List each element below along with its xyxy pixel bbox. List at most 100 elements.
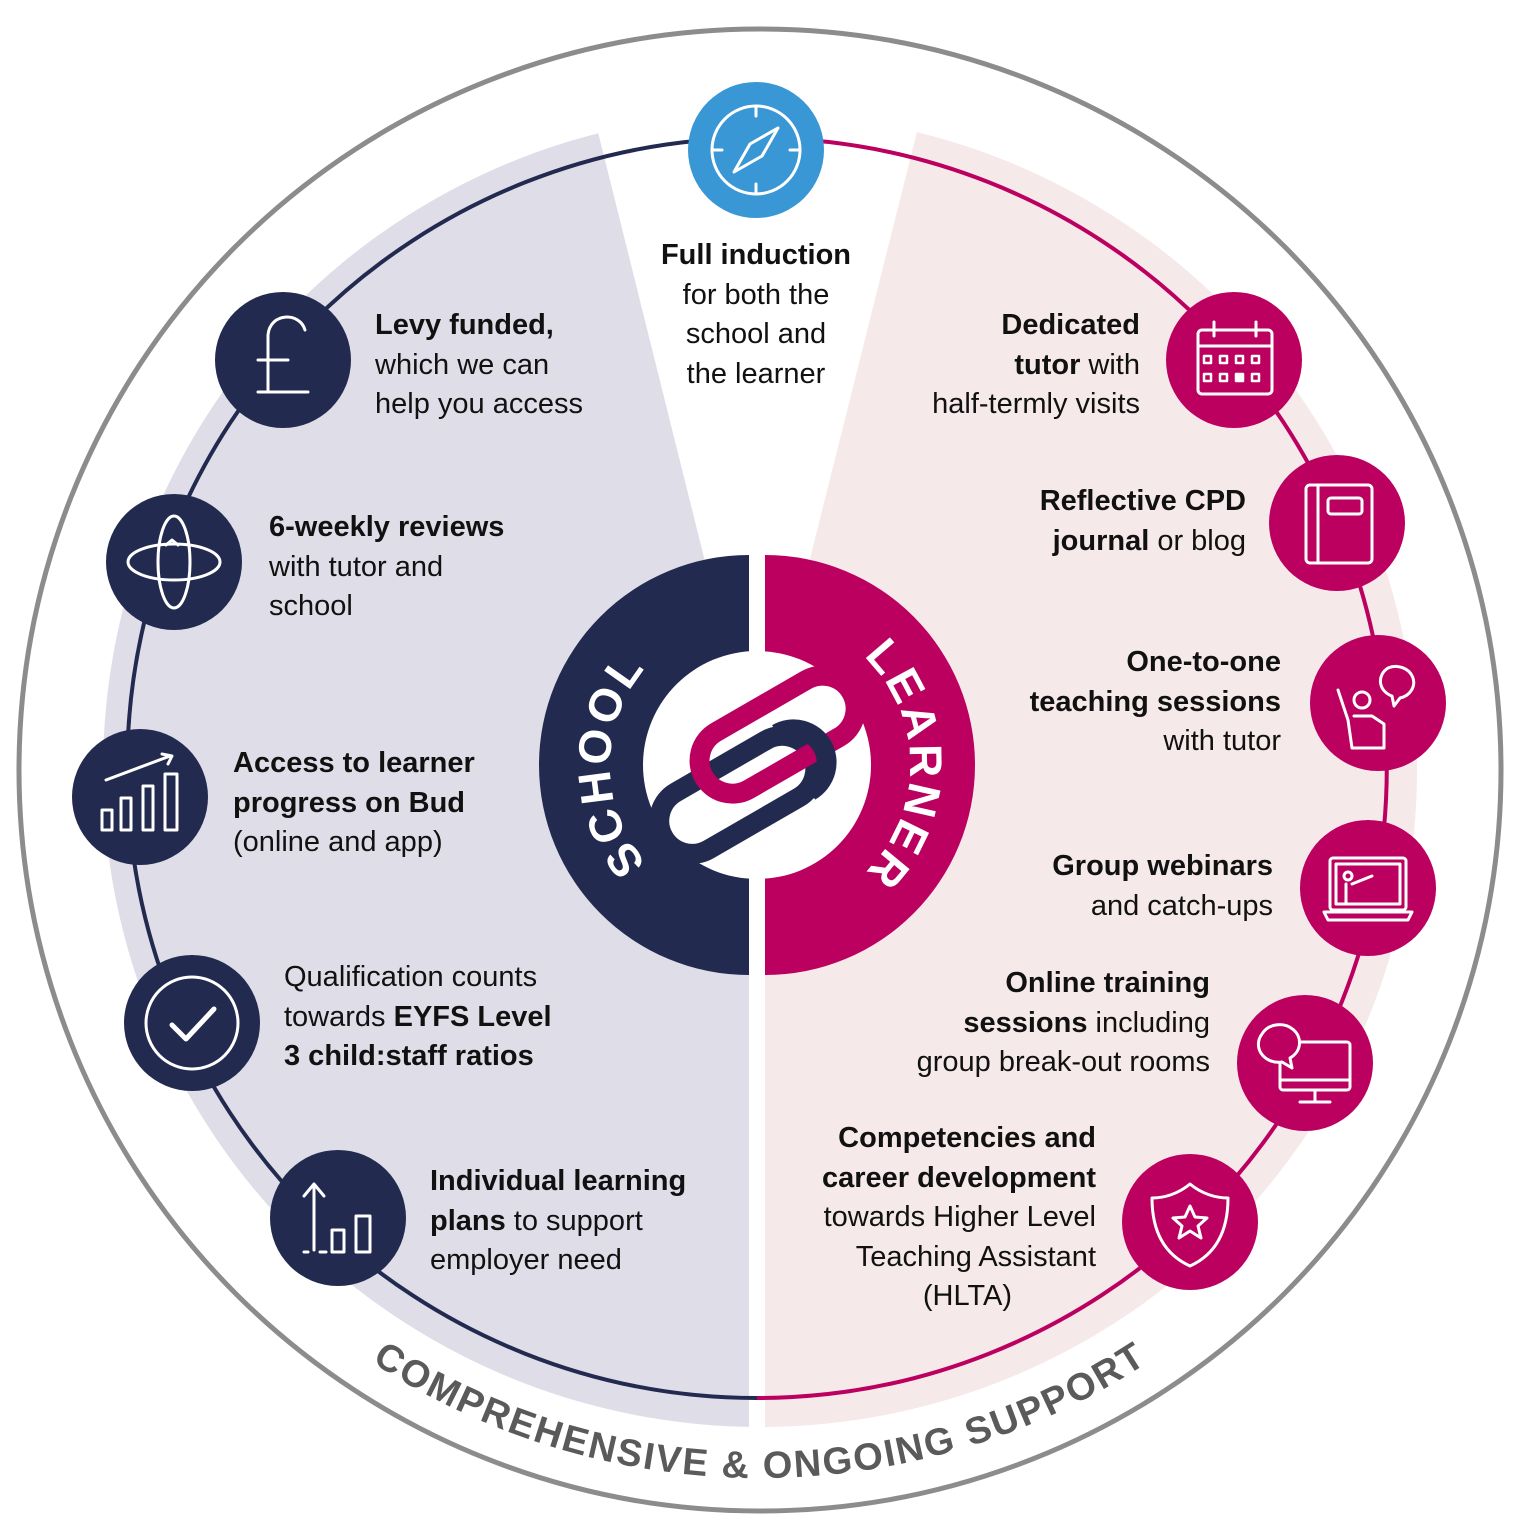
item-line: journal or blog: [1040, 522, 1246, 562]
item-line: 3 child:staff ratios: [284, 1037, 552, 1077]
item-line: Reflective CPD: [1040, 482, 1246, 522]
text: (online and app): [233, 826, 443, 858]
teaching-icon: [1310, 635, 1446, 771]
item-line: career development: [822, 1159, 1096, 1199]
text: and catch-ups: [1090, 889, 1273, 922]
item-line: school and: [606, 315, 906, 355]
text: which we can: [375, 348, 550, 381]
item-line: 6-weekly reviews: [269, 508, 504, 548]
item-progress: Access to learner progress on Bud (online …: [233, 744, 475, 863]
item-line: towards EYFS Level: [284, 998, 552, 1038]
text: towards Higher Level: [823, 1201, 1096, 1233]
item-line: employer need: [430, 1241, 686, 1281]
item-line: (HLTA): [822, 1277, 1096, 1317]
text: Qualification counts: [284, 961, 538, 993]
growth-chart-icon: [72, 729, 208, 865]
pound-icon: [215, 292, 351, 428]
item-line: school: [269, 587, 504, 627]
bold-text: career development: [821, 1161, 1096, 1194]
bold-text: teaching sessions: [1029, 685, 1281, 718]
item-line: with tutor and: [269, 548, 504, 588]
text: school and: [685, 318, 827, 350]
item-line: tutor with: [932, 346, 1140, 386]
item-line: help you access: [375, 385, 583, 425]
item-journal: Reflective CPD journal or blog: [1040, 482, 1246, 561]
shield-star-icon: [1122, 1154, 1258, 1290]
item-line: Qualification counts: [284, 958, 552, 998]
text: including: [1087, 1006, 1210, 1039]
item-line: Competencies and: [822, 1119, 1096, 1159]
text: with tutor and: [269, 550, 444, 583]
item-line: Access to learner: [233, 744, 475, 784]
bold-text: Individual learning: [430, 1165, 687, 1197]
calendar-icon: [1166, 292, 1302, 428]
bold-text: Levy funded,: [375, 309, 554, 341]
item-line: which we can: [375, 346, 583, 386]
text: group break-out rooms: [916, 1046, 1210, 1078]
item-line: Teaching Assistant: [822, 1238, 1096, 1278]
chain-link-icon: [649, 665, 866, 864]
item-line: Levy funded,: [375, 306, 583, 346]
text: (HLTA): [922, 1280, 1012, 1312]
item-line: Individual learning: [430, 1162, 686, 1202]
text: with tutor: [1163, 725, 1281, 757]
item-line: Online training: [917, 964, 1210, 1004]
bold-text: progress on Bud: [233, 786, 466, 819]
journal-icon: [1269, 455, 1405, 591]
item-induction: Full induction for both the school and the …: [606, 236, 906, 394]
text: for both the: [682, 278, 830, 311]
item-line: group break-out rooms: [917, 1043, 1210, 1083]
monitor-chat-icon: [1237, 995, 1373, 1131]
bold-text: Group webinars: [1052, 850, 1273, 882]
item-line: half-termly visits: [932, 385, 1140, 425]
rotation-icon: [106, 494, 242, 630]
bold-text: Reflective CPD: [1039, 485, 1246, 517]
bold-text: One-to-one: [1126, 646, 1281, 678]
item-line: with tutor: [1030, 722, 1281, 762]
item-line: One-to-one: [1030, 643, 1281, 683]
item-line: and catch-ups: [1052, 887, 1273, 927]
item-line: progress on Bud: [233, 784, 475, 824]
text: help you access: [375, 388, 583, 420]
item-line: Group webinars: [1052, 847, 1273, 887]
text: half-termly visits: [932, 388, 1140, 420]
text: towards: [284, 1000, 394, 1033]
bold-text: 6-weekly reviews: [269, 511, 505, 543]
item-one-to-one: One-to-one teaching sessions with tutor: [1030, 643, 1281, 762]
item-line: towards Higher Level: [822, 1198, 1096, 1238]
bold-text: EYFS Level: [393, 1000, 552, 1033]
item-line: teaching sessions: [1030, 683, 1281, 723]
bold-text: journal: [1052, 524, 1150, 557]
bold-text: Dedicated: [1001, 309, 1140, 341]
item-levy: Levy funded, which we can help you access: [375, 306, 583, 425]
item-line: Full induction: [606, 236, 906, 276]
item-webinars: Group webinars and catch-ups: [1052, 847, 1273, 926]
item-line: Dedicated: [932, 306, 1140, 346]
outer-ring: [16, 26, 1504, 1514]
webinar-laptop-icon: [1300, 820, 1436, 956]
bold-text: Full induction: [660, 239, 852, 271]
item-line: (online and app): [233, 823, 475, 863]
bold-text: tutor: [1014, 348, 1081, 381]
text: the learner: [686, 357, 826, 390]
bold-text: 3 child:staff ratios: [284, 1040, 534, 1072]
text: to support: [505, 1204, 643, 1237]
text: employer need: [430, 1244, 622, 1276]
bold-text: Access to learner: [233, 747, 475, 779]
compass-icon: [688, 82, 824, 218]
item-line: plans to support: [430, 1202, 686, 1242]
item-line: sessions including: [917, 1004, 1210, 1044]
item-line: for both the: [606, 276, 906, 316]
bar-arrow-icon: [270, 1150, 406, 1286]
text: school: [269, 590, 353, 622]
text: or blog: [1149, 524, 1246, 557]
bold-text: sessions: [963, 1006, 1088, 1039]
bold-text: Online training: [1005, 967, 1210, 999]
